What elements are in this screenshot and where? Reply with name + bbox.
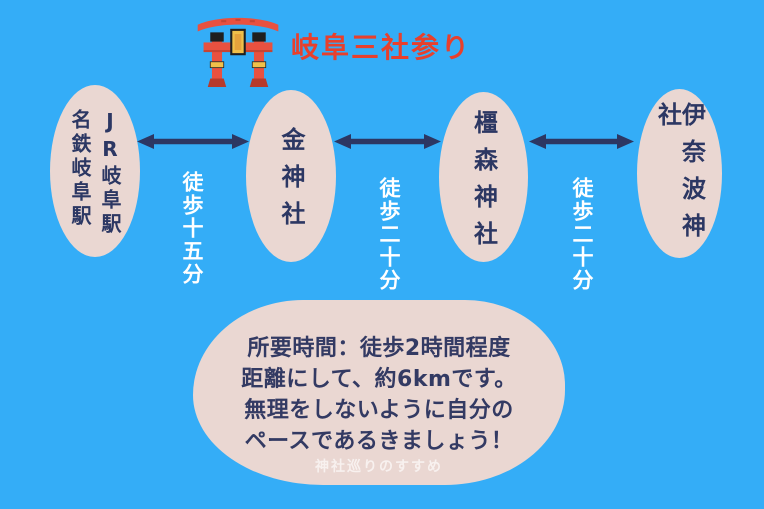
node-kogane-shrine: 金神社 bbox=[246, 90, 336, 262]
double-arrow-icon bbox=[334, 134, 441, 149]
node-gifu-stations: JR岐阜駅 名鉄岐阜駅 bbox=[50, 85, 140, 257]
note-line: 距離にして、約6kmです。 bbox=[241, 367, 517, 392]
node-kashimori-shrine: 橿森神社 bbox=[439, 92, 528, 262]
station-line-jr: JR岐阜駅 bbox=[98, 109, 122, 237]
note-line: 無理をしないように自分の bbox=[244, 398, 514, 423]
double-arrow-icon bbox=[529, 134, 634, 149]
page-title: 岐阜三社参り bbox=[291, 31, 472, 64]
station-line-meitetsu: 名鉄岐阜駅 bbox=[68, 109, 92, 229]
walk-time-label: 徒歩二十分 bbox=[570, 177, 594, 292]
walk-time-label: 徒歩十五分 bbox=[180, 171, 204, 286]
shrine-label: 金神社 bbox=[277, 127, 305, 238]
torii-gate-icon bbox=[197, 17, 279, 87]
note-bubble: 所要時間：徒歩2時間程度 距離にして、約6kmです。 無理をしないように自分の … bbox=[193, 300, 565, 485]
node-inaba-shrine: 伊奈波神社 bbox=[637, 89, 722, 258]
shrine-label: 橿森神社 bbox=[469, 109, 498, 258]
walk-time-label: 徒歩二十分 bbox=[377, 177, 401, 292]
site-watermark: 神社巡りのすすめ bbox=[315, 459, 443, 475]
note-line: ペースであるきましょう！ bbox=[244, 429, 514, 454]
shrine-label: 伊奈波神社 bbox=[653, 102, 706, 250]
station-label: JR岐阜駅 名鉄岐阜駅 bbox=[65, 105, 125, 237]
note-line: 所要時間：徒歩2時間程度 bbox=[247, 336, 511, 361]
double-arrow-icon bbox=[137, 134, 249, 149]
